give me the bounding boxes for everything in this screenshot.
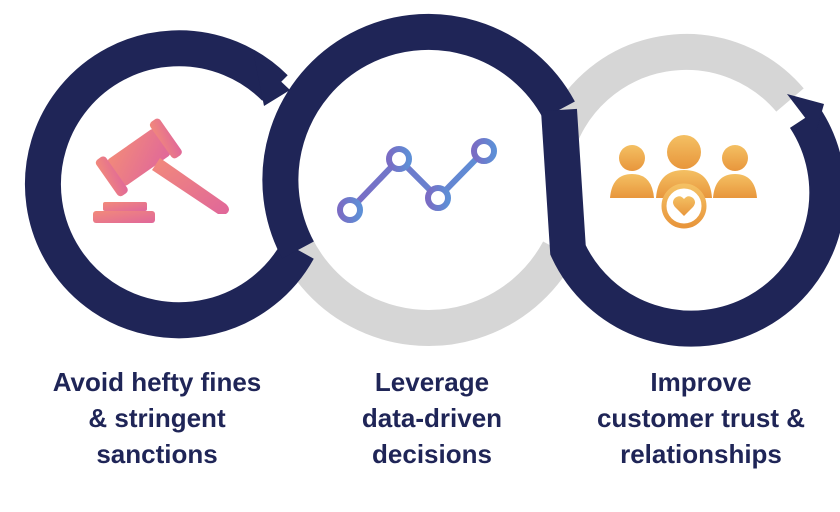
benefit-caption-trust: Improve customer trust & relationships	[566, 364, 836, 472]
benefit-caption-decisions: Leverage data-driven decisions	[297, 364, 567, 472]
customer-group-heart-icon	[610, 135, 757, 229]
caption-line: & stringent	[88, 403, 226, 433]
gavel-icon	[93, 118, 229, 223]
grey-ring-right	[542, 34, 804, 147]
caption-line: Improve	[650, 367, 752, 397]
navy-ring-left	[24, 30, 314, 339]
navy-ring-right	[541, 108, 840, 347]
navy-ribbon	[24, 13, 840, 347]
navy-ring-middle	[262, 13, 575, 259]
benefit-caption-fines: Avoid hefty fines & stringent sanctions	[22, 364, 292, 472]
caption-line: Leverage	[374, 367, 490, 397]
caption-line: customer trust &	[596, 403, 806, 433]
navy-arrowhead-left	[254, 56, 290, 106]
caption-line: data-driven	[361, 403, 503, 433]
navy-arrowhead-right	[787, 94, 824, 132]
grey-ring-middle	[262, 101, 575, 347]
line-chart-icon	[337, 138, 497, 223]
caption-line: relationships	[620, 439, 782, 469]
caption-line: decisions	[372, 439, 492, 469]
caption-line: Avoid hefty fines	[52, 367, 262, 397]
caption-line: sanctions	[96, 439, 218, 469]
